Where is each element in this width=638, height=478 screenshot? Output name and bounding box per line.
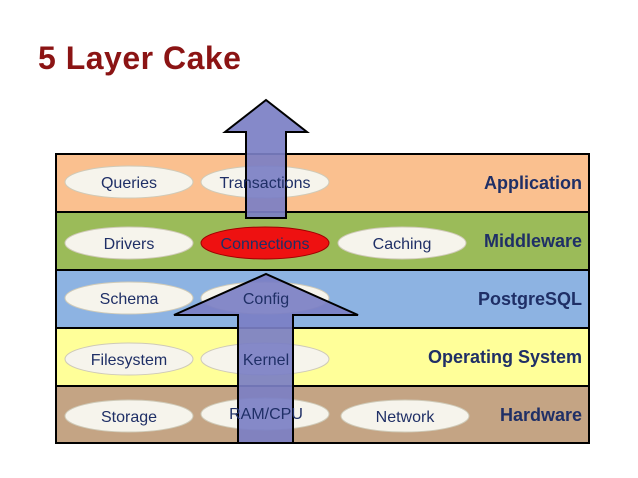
item-network: Network — [376, 409, 436, 426]
item-queries: Queries — [101, 175, 157, 192]
item-filesystem: Filesystem — [91, 352, 167, 369]
item-transactions: Transactions — [220, 175, 311, 192]
ellipse-drivers — [64, 226, 194, 260]
ellipse-queries — [64, 165, 194, 199]
page-title: 5 Layer Cake — [38, 40, 242, 76]
ellipse-storage — [64, 399, 194, 433]
item-drivers: Drivers — [104, 236, 155, 253]
item-ram-cpu: RAM/CPU — [229, 406, 303, 423]
item-caching: Caching — [373, 236, 432, 253]
ellipse-filesystem — [64, 342, 194, 376]
item-schema: Schema — [100, 291, 159, 308]
ellipse-network — [340, 399, 470, 433]
item-storage: Storage — [101, 409, 157, 426]
arrow-hardware-to-postgresql — [173, 272, 359, 444]
item-connections: Connections — [221, 236, 310, 253]
item-config: Config — [243, 291, 289, 308]
layer-label-postgresql: PostgreSQL — [478, 289, 582, 309]
layer-label-application: Application — [484, 173, 582, 193]
item-kernel: Kernel — [243, 352, 289, 369]
ellipse-caching — [337, 226, 467, 260]
layer-label-hardware: Hardware — [500, 405, 582, 425]
ellipse-connections-highlight — [200, 226, 330, 260]
arrow-middleware-to-application — [222, 98, 310, 219]
layer-label-operating-system: Operating System — [428, 347, 582, 367]
ellipse-schema — [64, 281, 194, 315]
layer-label-middleware: Middleware — [484, 231, 582, 251]
